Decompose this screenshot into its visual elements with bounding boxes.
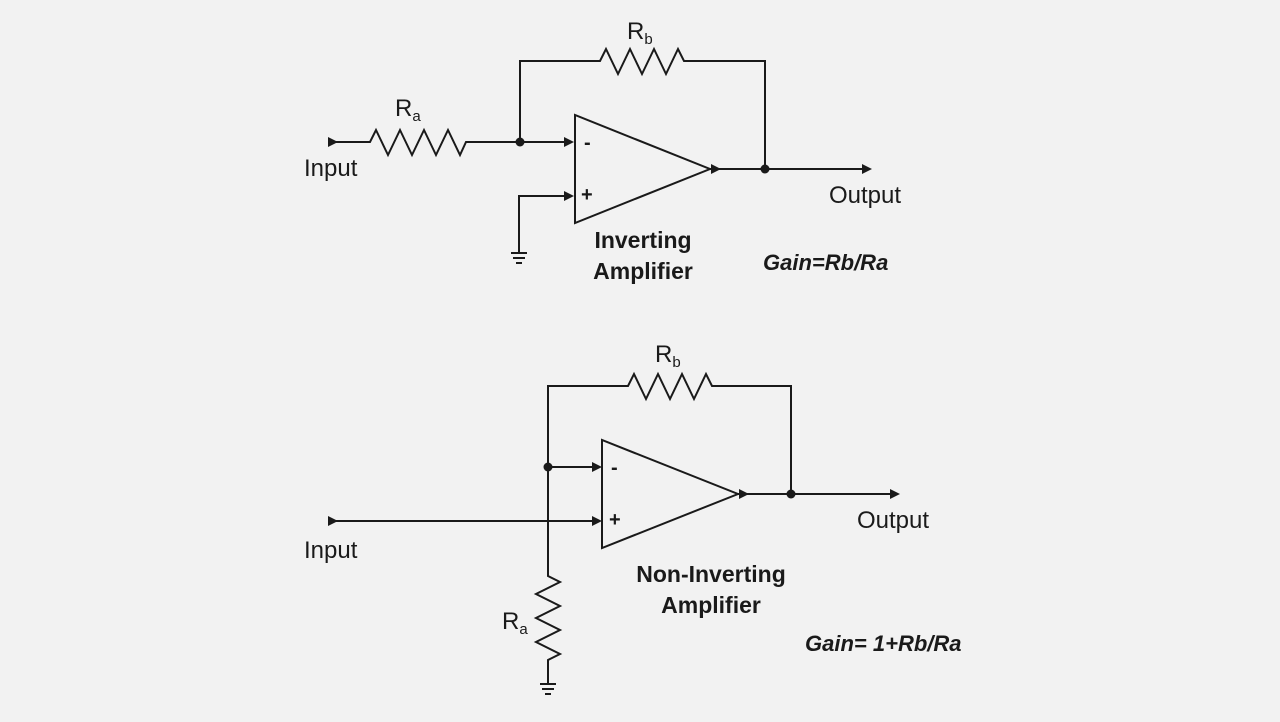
non-inverting-input-label: Input	[304, 537, 358, 564]
non-inverting-junction-output	[786, 489, 796, 499]
inverting-opamp-output-arrow	[711, 164, 721, 174]
inverting-input-label: Input	[304, 155, 358, 182]
inverting-title-line2: Amplifier	[593, 258, 693, 284]
inverting-plus-arrow	[564, 191, 574, 201]
inverting-feedback-wire	[519, 46, 766, 169]
inverting-plus-sign: +	[581, 184, 593, 206]
non-inverting-opamp-triangle	[601, 438, 741, 550]
inverting-input-wire	[335, 127, 564, 158]
inverting-ground-symbol	[511, 252, 527, 264]
non-inverting-output-arrow	[890, 489, 900, 499]
non-inverting-ra-wire	[533, 467, 563, 684]
inverting-minus-sign: -	[584, 132, 591, 154]
non-inverting-minus-sign: -	[611, 457, 618, 479]
inverting-input-arrow	[328, 137, 338, 147]
inverting-output-arrow	[862, 164, 872, 174]
non-inverting-title-line1: Non-Inverting	[636, 561, 786, 587]
inverting-output-label: Output	[829, 182, 901, 209]
inverting-junction-output	[760, 164, 770, 174]
non-inverting-gain-formula: Gain= 1+Rb/Ra	[805, 631, 962, 656]
non-inverting-input-arrow	[328, 516, 338, 526]
non-inverting-rb-label: Rb	[655, 341, 681, 371]
non-inverting-opamp-output-arrow	[739, 489, 749, 499]
non-inverting-ra-label: Ra	[502, 608, 528, 638]
non-inverting-feedback-wire	[547, 371, 792, 494]
inverting-amplifier-circuit: Rb Ra Input Output - + Inverting Amplifi…	[304, 18, 901, 284]
inverting-junction-input	[515, 137, 525, 147]
inverting-opamp-triangle	[574, 113, 713, 225]
non-inverting-ground-symbol	[540, 683, 556, 695]
inverting-minus-arrow	[564, 137, 574, 147]
non-inverting-minus-arrow	[592, 462, 602, 472]
non-inverting-plus-arrow	[592, 516, 602, 526]
inverting-title-line1: Inverting	[594, 227, 691, 253]
non-inverting-output-label: Output	[857, 507, 929, 534]
inverting-rb-label: Rb	[627, 18, 653, 48]
inverting-ground-wire	[518, 195, 564, 253]
inverting-gain-formula: Gain=Rb/Ra	[763, 250, 888, 275]
non-inverting-plus-sign: +	[609, 509, 621, 531]
non-inverting-junction-minus	[543, 462, 553, 472]
non-inverting-title-line2: Amplifier	[661, 592, 761, 618]
inverting-ra-label: Ra	[395, 95, 421, 125]
non-inverting-amplifier-circuit: Rb Ra Input Output - + Non-Inverting Amp…	[304, 341, 962, 695]
